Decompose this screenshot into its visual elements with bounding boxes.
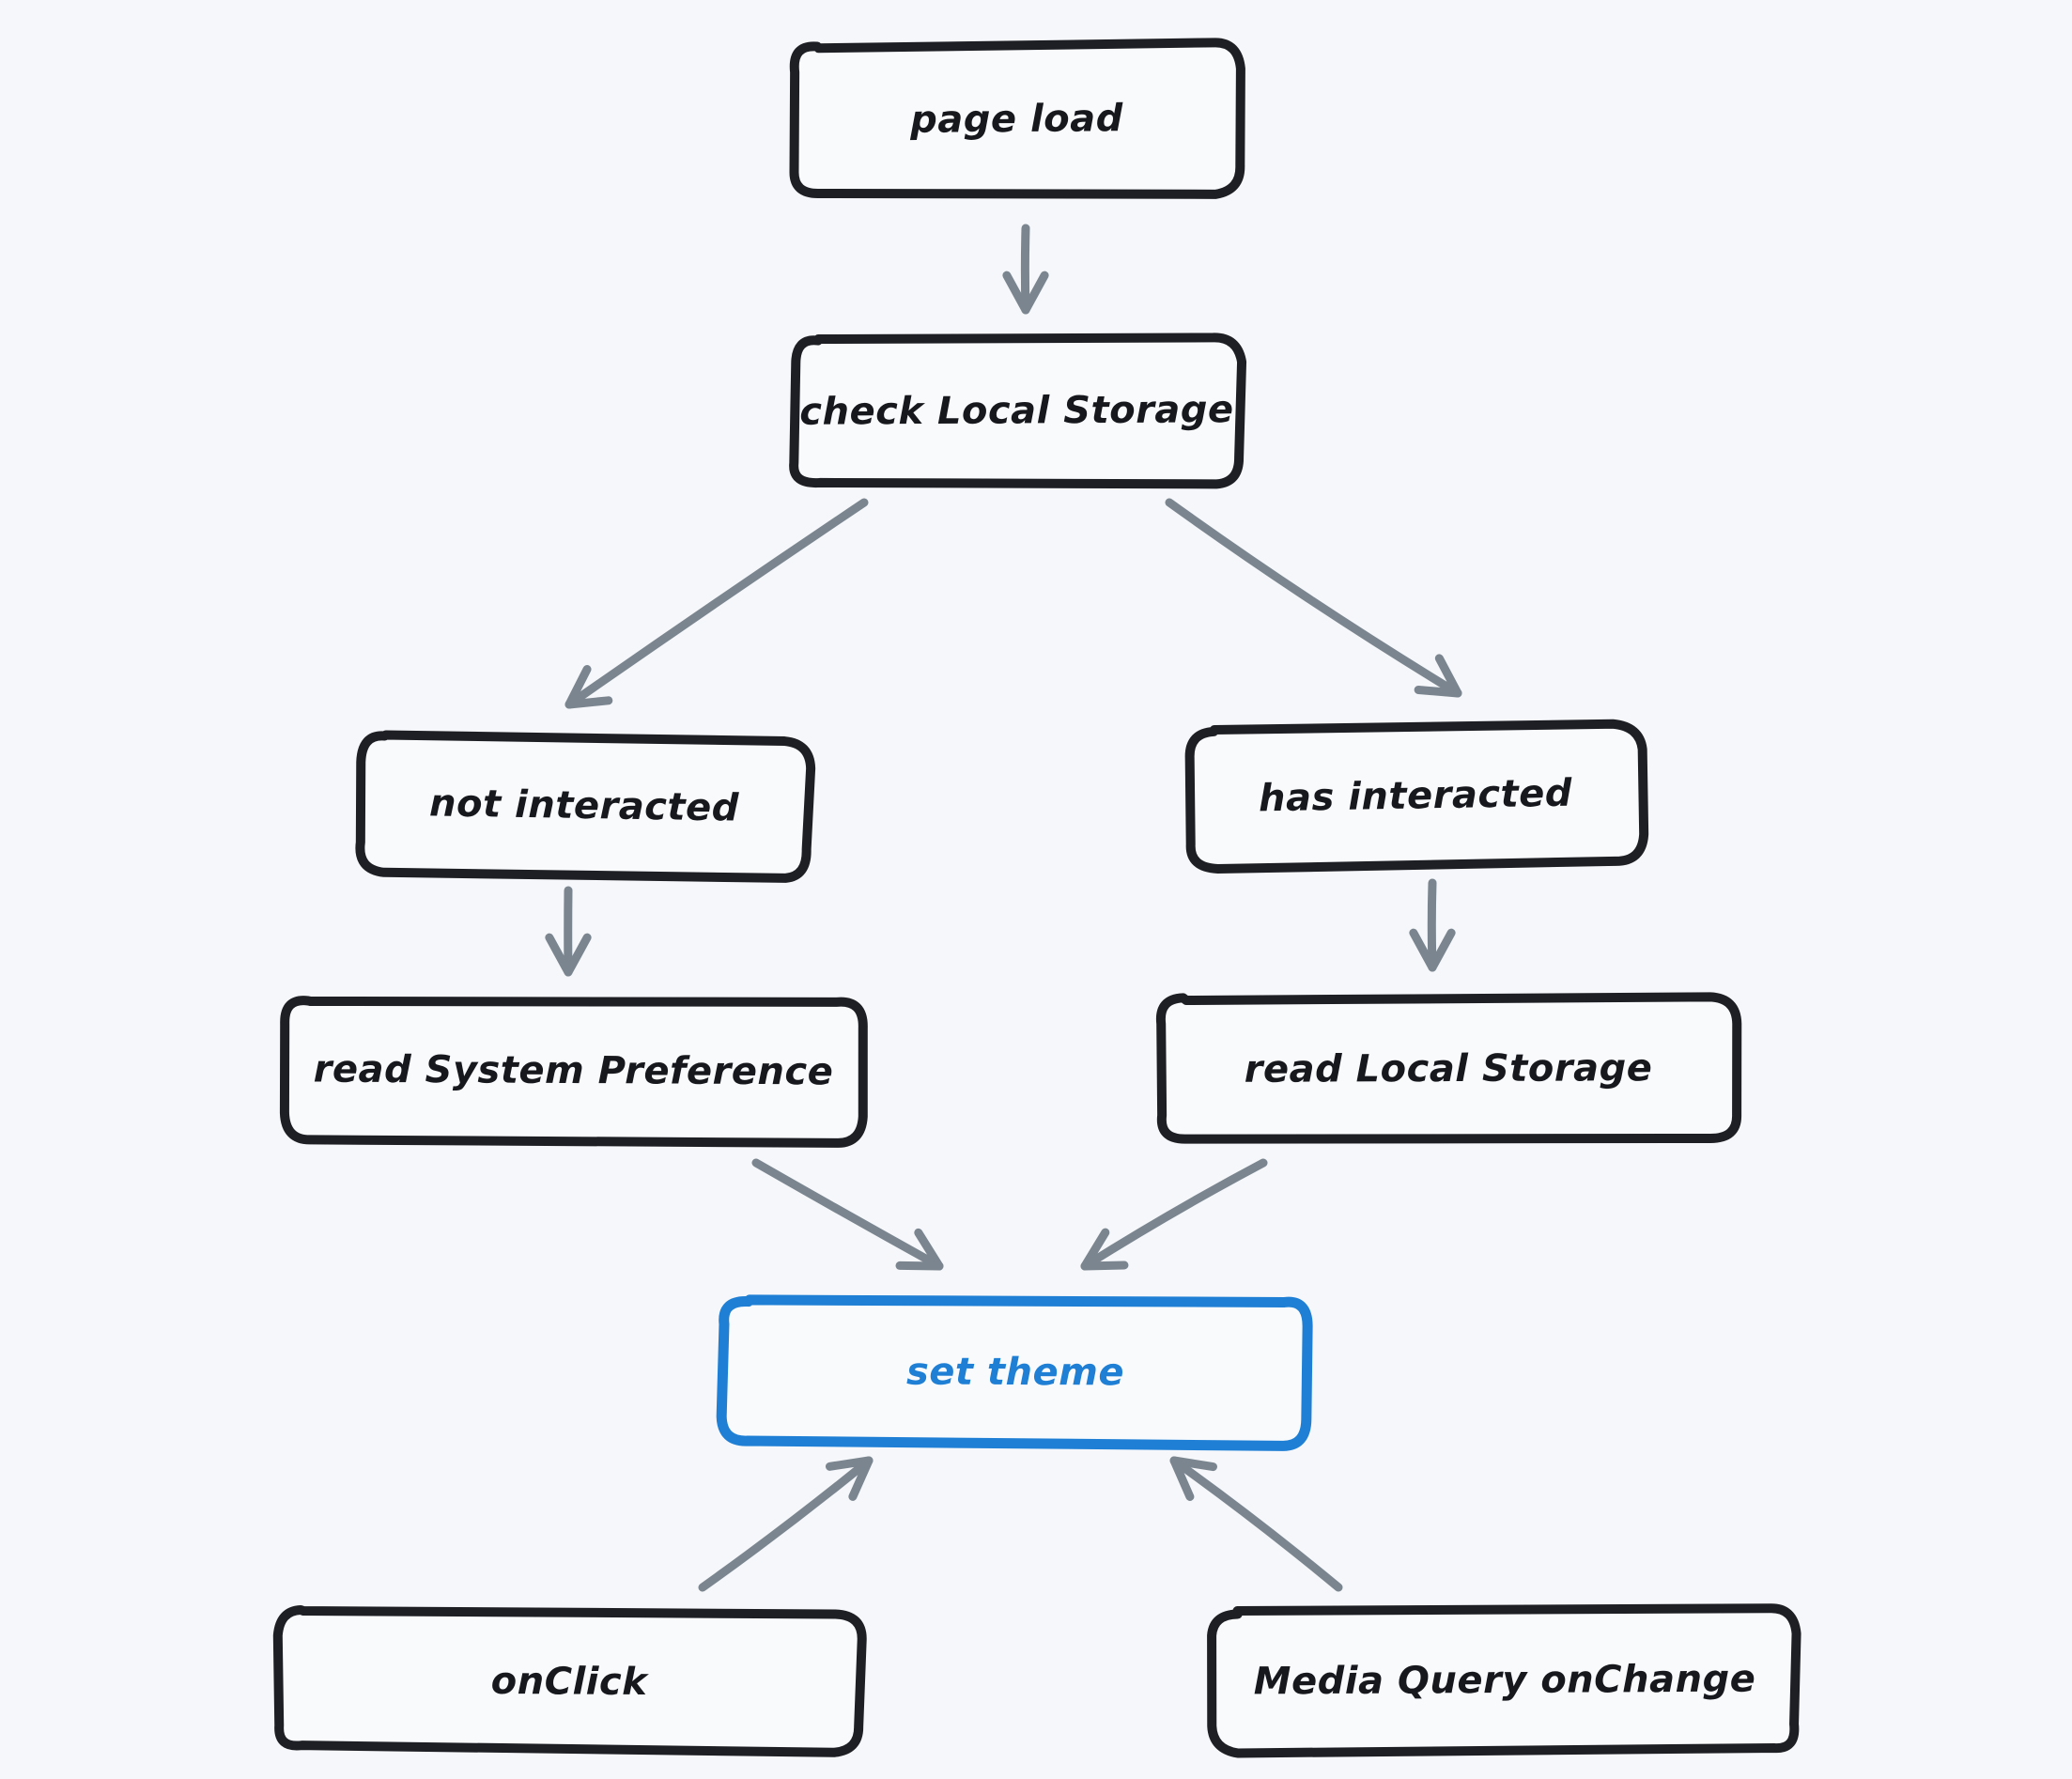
node-box-not-interacted bbox=[355, 730, 816, 883]
node-box-check-local-storage bbox=[789, 333, 1247, 489]
edge-media-query-on-change-to-set-theme bbox=[1169, 1456, 1343, 1592]
edge-not-interacted-to-read-system-preference bbox=[545, 886, 592, 977]
edge-line bbox=[751, 1158, 944, 1271]
arrowhead-icon bbox=[1080, 1228, 1129, 1271]
nodes-layer: page load check Local Storage not interact… bbox=[272, 38, 1801, 1758]
arrowhead-icon bbox=[545, 933, 592, 977]
arrowhead-icon bbox=[895, 1228, 944, 1271]
edge-check-local-storage-to-has-interacted bbox=[1165, 498, 1462, 698]
edge-line bbox=[1080, 1158, 1268, 1271]
node-box-page-load bbox=[789, 38, 1245, 199]
node-label-not-interacted: not interacted bbox=[429, 781, 739, 829]
edge-page-load-to-check-local-storage bbox=[1002, 224, 1049, 315]
arrowhead-icon bbox=[825, 1456, 874, 1501]
edge-line bbox=[698, 1456, 874, 1592]
node-label-read-local-storage: read Local Storage bbox=[1245, 1046, 1653, 1091]
edge-line bbox=[564, 498, 869, 709]
node-box-on-click bbox=[272, 1605, 867, 1757]
edge-line bbox=[1165, 498, 1462, 698]
edge-line bbox=[1427, 878, 1437, 972]
node-media-query-on-change[interactable]: Media Query onChange bbox=[1207, 1603, 1801, 1758]
arrowhead-icon bbox=[1414, 654, 1462, 698]
node-box-has-interacted bbox=[1184, 719, 1649, 874]
node-read-system-preference[interactable]: read System Preference bbox=[279, 996, 868, 1148]
node-label-media-query-on-change: Media Query onChange bbox=[1254, 1658, 1756, 1704]
node-box-set-theme bbox=[716, 1294, 1313, 1451]
node-box-read-system-preference bbox=[279, 996, 868, 1148]
node-set-theme[interactable]: set theme bbox=[716, 1294, 1313, 1451]
arrowhead-icon bbox=[1002, 271, 1049, 315]
edge-check-local-storage-to-not-interacted bbox=[564, 498, 869, 709]
node-page-load[interactable]: page load bbox=[789, 38, 1245, 199]
node-label-set-theme: set theme bbox=[906, 1351, 1124, 1395]
node-label-page-load: page load bbox=[909, 97, 1123, 142]
node-label-has-interacted: has interacted bbox=[1259, 772, 1573, 821]
edge-read-local-storage-to-set-theme bbox=[1080, 1158, 1268, 1271]
edge-line bbox=[1020, 224, 1030, 315]
edge-has-interacted-to-read-local-storage bbox=[1409, 878, 1456, 972]
arrowhead-icon bbox=[1169, 1456, 1217, 1501]
edge-line bbox=[1169, 1456, 1343, 1592]
edges-layer bbox=[545, 224, 1462, 1592]
arrowhead-icon bbox=[564, 665, 613, 709]
node-label-read-system-preference: read System Preference bbox=[314, 1048, 834, 1094]
node-not-interacted[interactable]: not interacted bbox=[355, 730, 816, 883]
edge-on-click-to-set-theme bbox=[698, 1456, 874, 1592]
node-read-local-storage[interactable]: read Local Storage bbox=[1155, 992, 1742, 1144]
node-label-on-click: onClick bbox=[491, 1660, 650, 1704]
node-box-media-query-on-change bbox=[1207, 1603, 1801, 1758]
node-box-read-local-storage bbox=[1155, 992, 1742, 1144]
node-has-interacted[interactable]: has interacted bbox=[1184, 719, 1649, 874]
node-on-click[interactable]: onClick bbox=[272, 1605, 867, 1757]
node-label-check-local-storage: check Local Storage bbox=[799, 388, 1234, 433]
arrowhead-icon bbox=[1409, 928, 1456, 972]
edge-read-system-preference-to-set-theme bbox=[751, 1158, 944, 1271]
node-check-local-storage[interactable]: check Local Storage bbox=[789, 333, 1247, 489]
